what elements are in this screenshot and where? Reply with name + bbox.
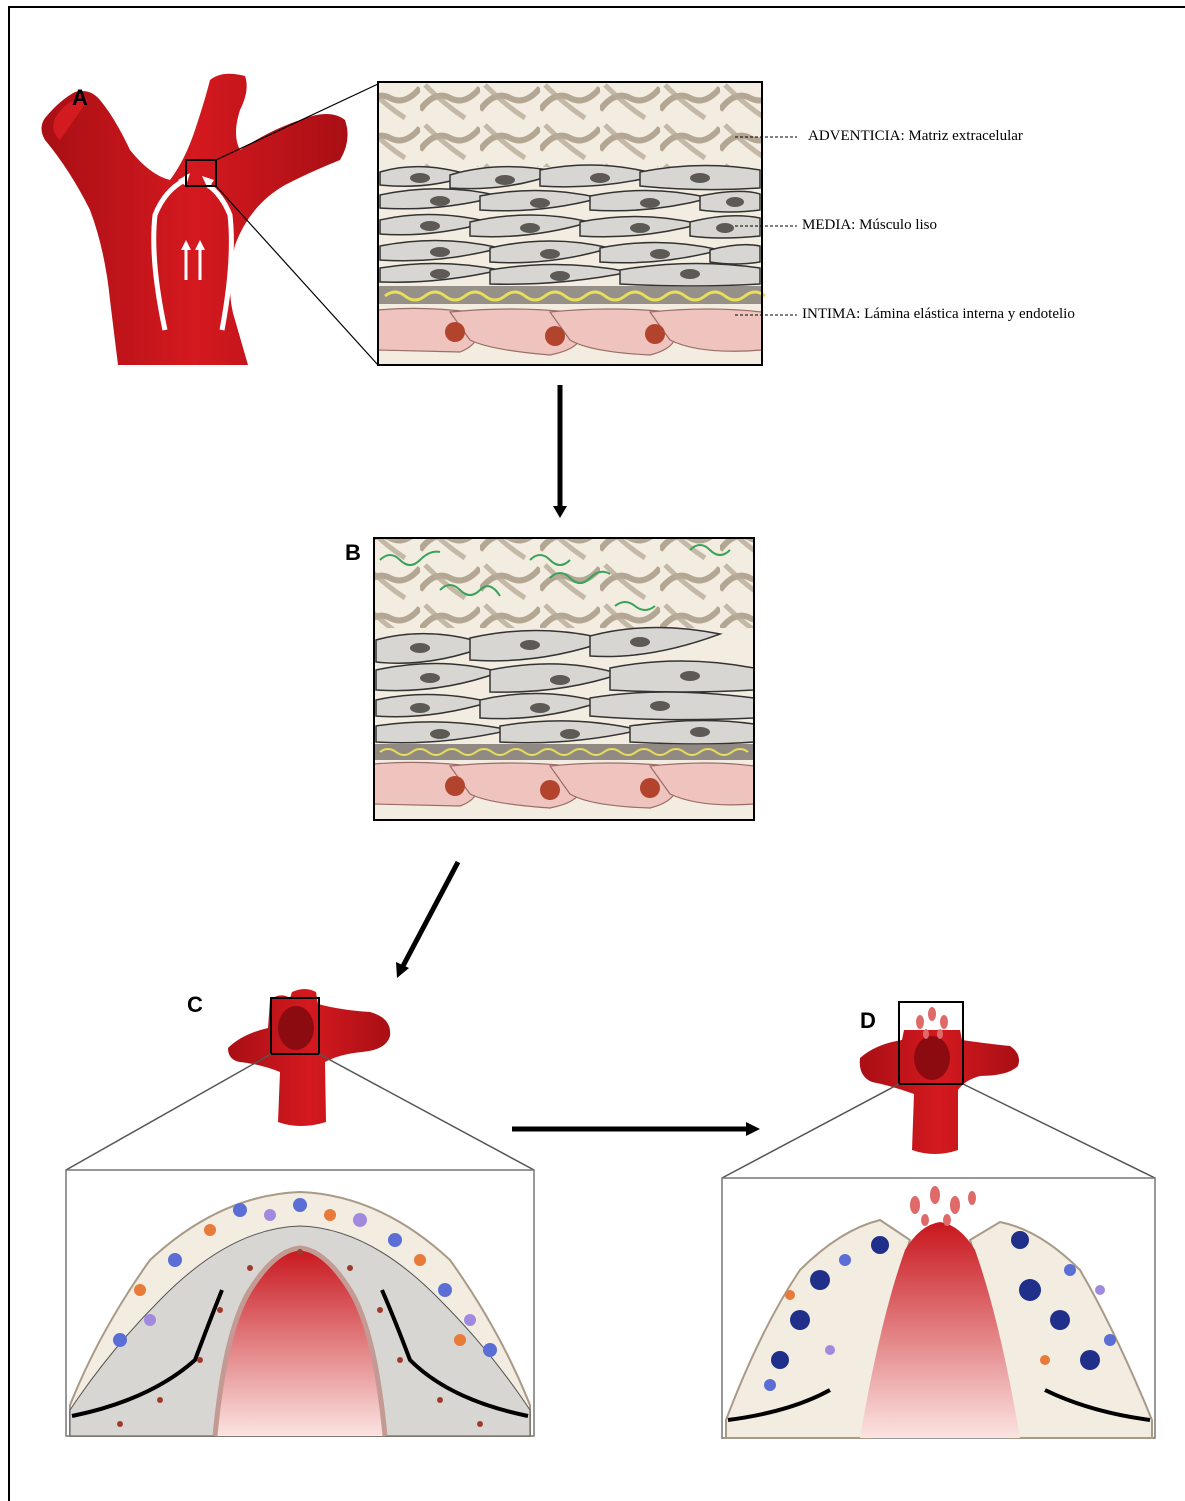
panel-label-d: D [860, 1008, 876, 1034]
panel-label-b: B [345, 540, 361, 566]
arrow-a-to-b [553, 385, 567, 518]
panel-d-ruptured-plaque-cross-section [722, 1178, 1155, 1438]
arrow-c-to-d [512, 1122, 760, 1136]
label-intima: INTIMA: Lámina elástica interna y endote… [802, 306, 1075, 323]
panel-c-plaque-cross-section [66, 1170, 534, 1436]
panel-d-artery-rupture [722, 1002, 1155, 1178]
arrow-b-to-c [396, 862, 458, 978]
panel-c-artery-plaque [66, 989, 534, 1170]
panel-label-a: A [72, 85, 88, 111]
panel-a-vessel-wall-layers [378, 82, 765, 365]
label-media: MEDIA: Músculo liso [802, 217, 937, 234]
panel-label-c: C [187, 992, 203, 1018]
panel-a-artery [42, 74, 379, 365]
label-adventitia: ADVENTICIA: Matriz extracelular [808, 128, 1023, 145]
panel-b-vessel-wall-early-lesion [374, 538, 754, 820]
